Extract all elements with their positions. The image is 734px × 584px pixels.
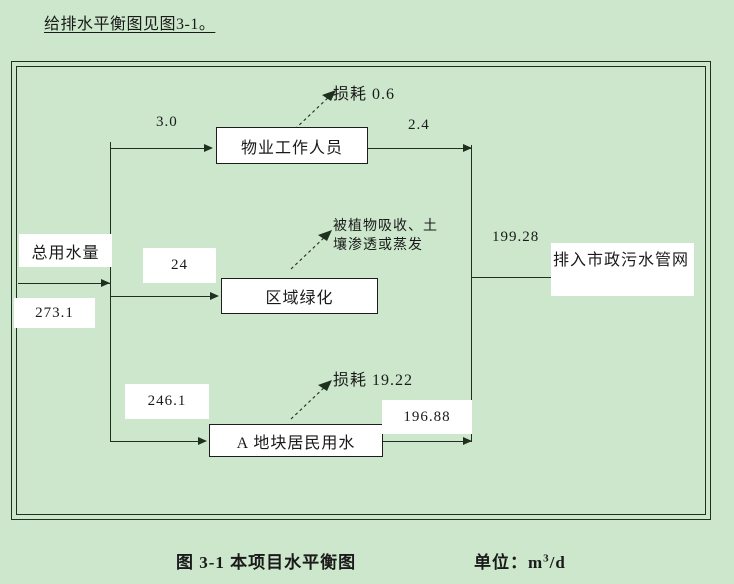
loss-arrow-resident (290, 380, 332, 420)
figure-unit: 单位：m3/d (474, 548, 566, 573)
intro-text: 给排水平衡图见图3-1。 (44, 16, 216, 33)
figure-unit-prefix: 单位：m (474, 553, 544, 572)
loss-arrow-staff (294, 90, 336, 130)
node-regional-greening: 区域绿化 (221, 278, 378, 314)
line-staff-outflow (368, 148, 472, 149)
line-staff-inflow (110, 148, 207, 149)
value-resident-outflow: 196.88 (382, 400, 472, 434)
value-staff-inflow: 3.0 (156, 114, 178, 130)
figure-frame-inner (16, 66, 706, 515)
figure-frame (11, 61, 711, 520)
line-source-inflow (18, 283, 110, 284)
arrowhead-resident-inflow (198, 437, 207, 445)
line-resident-inflow (110, 441, 201, 442)
line-sewer-outflow (471, 277, 561, 278)
line-resident-outflow (383, 441, 472, 442)
figure-unit-exponent: 3 (543, 552, 550, 565)
label-loss-staff: 损耗 0.6 (333, 86, 396, 103)
line-green-inflow (110, 296, 213, 297)
arrowhead-resident-outflow (463, 437, 472, 445)
arrowhead-staff-inflow (204, 144, 213, 152)
node-municipal-sewer: 排入市政污水管网 (551, 243, 694, 296)
value-total-water: 273.1 (14, 298, 95, 328)
line-distribution-riser (110, 142, 111, 441)
arrowhead-green-inflow (210, 292, 219, 300)
figure-unit-suffix: /d (549, 553, 566, 572)
arrowhead-staff-outflow (463, 144, 472, 152)
loss-arrow-greening (290, 230, 332, 270)
label-loss-greening-line2: 壤渗透或蒸发 (333, 237, 423, 253)
value-greening-inflow: 24 (143, 248, 216, 283)
value-staff-outflow: 2.4 (408, 117, 430, 133)
node-property-staff: 物业工作人员 (216, 127, 368, 164)
label-loss-resident: 损耗 19.22 (333, 372, 414, 389)
label-loss-greening-line1: 被植物吸收、土 (333, 219, 438, 234)
node-total-water-label: 总用水量 (19, 234, 112, 267)
figure-caption: 图 3-1 本项目水平衡图 (176, 553, 357, 572)
node-resident-water: A 地块居民用水 (209, 424, 383, 457)
arrowhead-source-inflow (101, 279, 110, 287)
line-collection-riser (471, 145, 472, 442)
label-loss-greening: 被植物吸收、土 壤渗透或蒸发 (333, 218, 438, 256)
value-sewer-outflow: 199.28 (492, 229, 540, 245)
value-resident-inflow: 246.1 (125, 384, 209, 419)
